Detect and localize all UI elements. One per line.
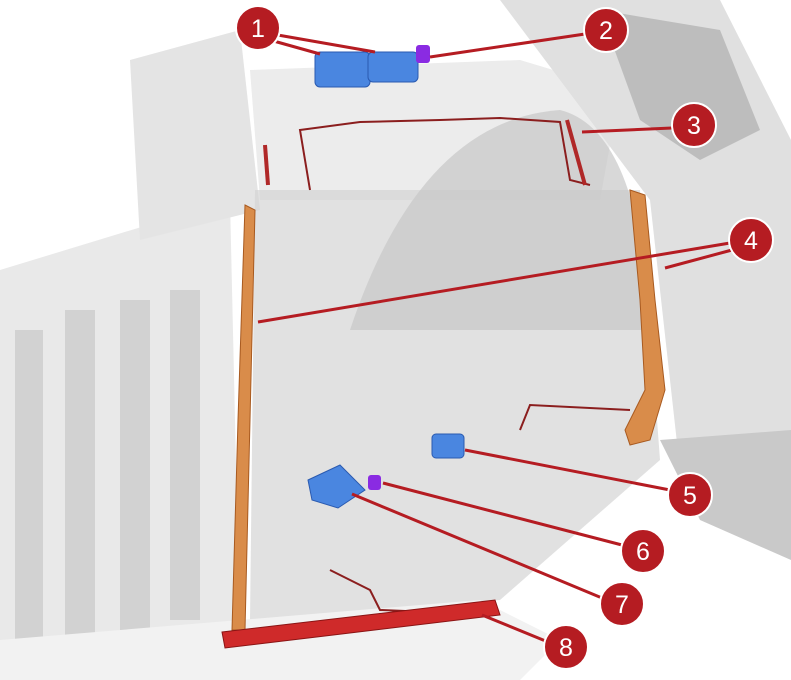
callout-2: 2 (583, 7, 629, 53)
callout-3: 3 (671, 102, 717, 148)
module-blue-door-upper (431, 433, 465, 459)
callout-label: 3 (687, 112, 701, 140)
connector-purple-roof (416, 45, 430, 63)
module-blue-left (314, 51, 371, 88)
callout-label: 2 (599, 17, 613, 45)
callout-label: 6 (636, 538, 650, 566)
leader-lines (257, 32, 733, 644)
roof-antenna-strips (263, 119, 587, 186)
module-blue-right (367, 51, 419, 83)
callout-label: 8 (559, 634, 573, 662)
b-pillar-upper (130, 30, 260, 240)
callout-label: 5 (683, 482, 697, 510)
callout-4: 4 (728, 217, 774, 263)
callout-label: 7 (615, 591, 629, 619)
rear-bumper-area (660, 430, 791, 560)
callout-8: 8 (543, 624, 589, 670)
callout-7: 7 (599, 581, 645, 627)
callout-label: 1 (251, 15, 265, 43)
rocker-sill-antenna (221, 599, 501, 649)
callout-1: 1 (235, 5, 281, 51)
callout-label: 4 (744, 227, 758, 255)
c-pillar-antenna (624, 189, 666, 446)
floor-ribs (15, 290, 200, 660)
callout-6: 6 (620, 528, 666, 574)
module-blue-door-lower (307, 464, 366, 509)
roof-modules (314, 45, 430, 88)
rear-wheelhouse (600, 10, 760, 160)
connector-purple-door (368, 475, 381, 490)
wheel-arch (350, 110, 650, 330)
callout-5: 5 (667, 472, 713, 518)
